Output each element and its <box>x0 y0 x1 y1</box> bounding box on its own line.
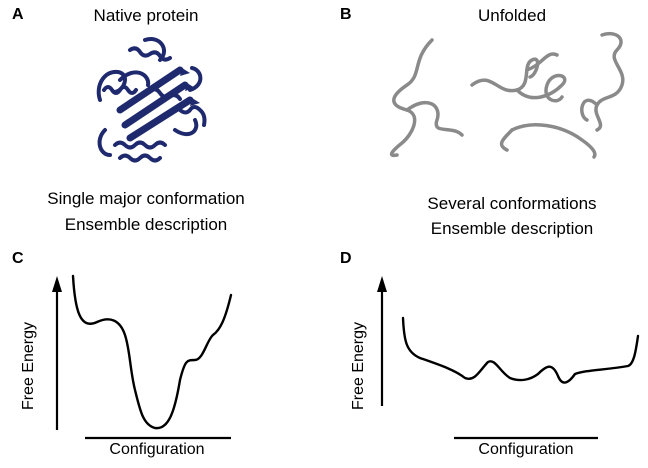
panel-d-letter: D <box>340 250 352 267</box>
panel-b-title: Unfolded <box>477 6 547 25</box>
panel-d-y-axis-arrowhead <box>377 276 387 292</box>
panel-a-description-line2: Ensemble description <box>64 215 228 234</box>
panel-a-description-line1: Single major conformation <box>47 189 245 208</box>
panel-c-y-axis-label: Free Energy <box>20 321 37 410</box>
panel-c-letter: C <box>12 250 24 267</box>
panel-a-letter: A <box>12 6 24 23</box>
unfolded-chains-illustration <box>389 32 625 159</box>
native-protein-illustration <box>96 37 207 163</box>
panel-a-title: Native protein <box>93 6 199 25</box>
panel-d-energy-landscape <box>377 276 640 440</box>
panel-c-y-axis-arrowhead <box>52 276 62 292</box>
panel-c-energy-landscape <box>52 274 233 440</box>
panel-d-x-axis-label: Configuration <box>478 441 574 458</box>
panel-b-description-line1: Several conformations <box>427 194 597 213</box>
panel-b-letter: B <box>340 6 352 23</box>
panel-c-x-axis-label: Configuration <box>109 441 205 458</box>
panel-d-energy-curve <box>401 316 640 384</box>
panel-d-y-axis-label: Free Energy <box>350 321 367 410</box>
panel-c-energy-curve <box>71 274 233 430</box>
panel-b-description-line2: Ensemble description <box>430 219 594 238</box>
